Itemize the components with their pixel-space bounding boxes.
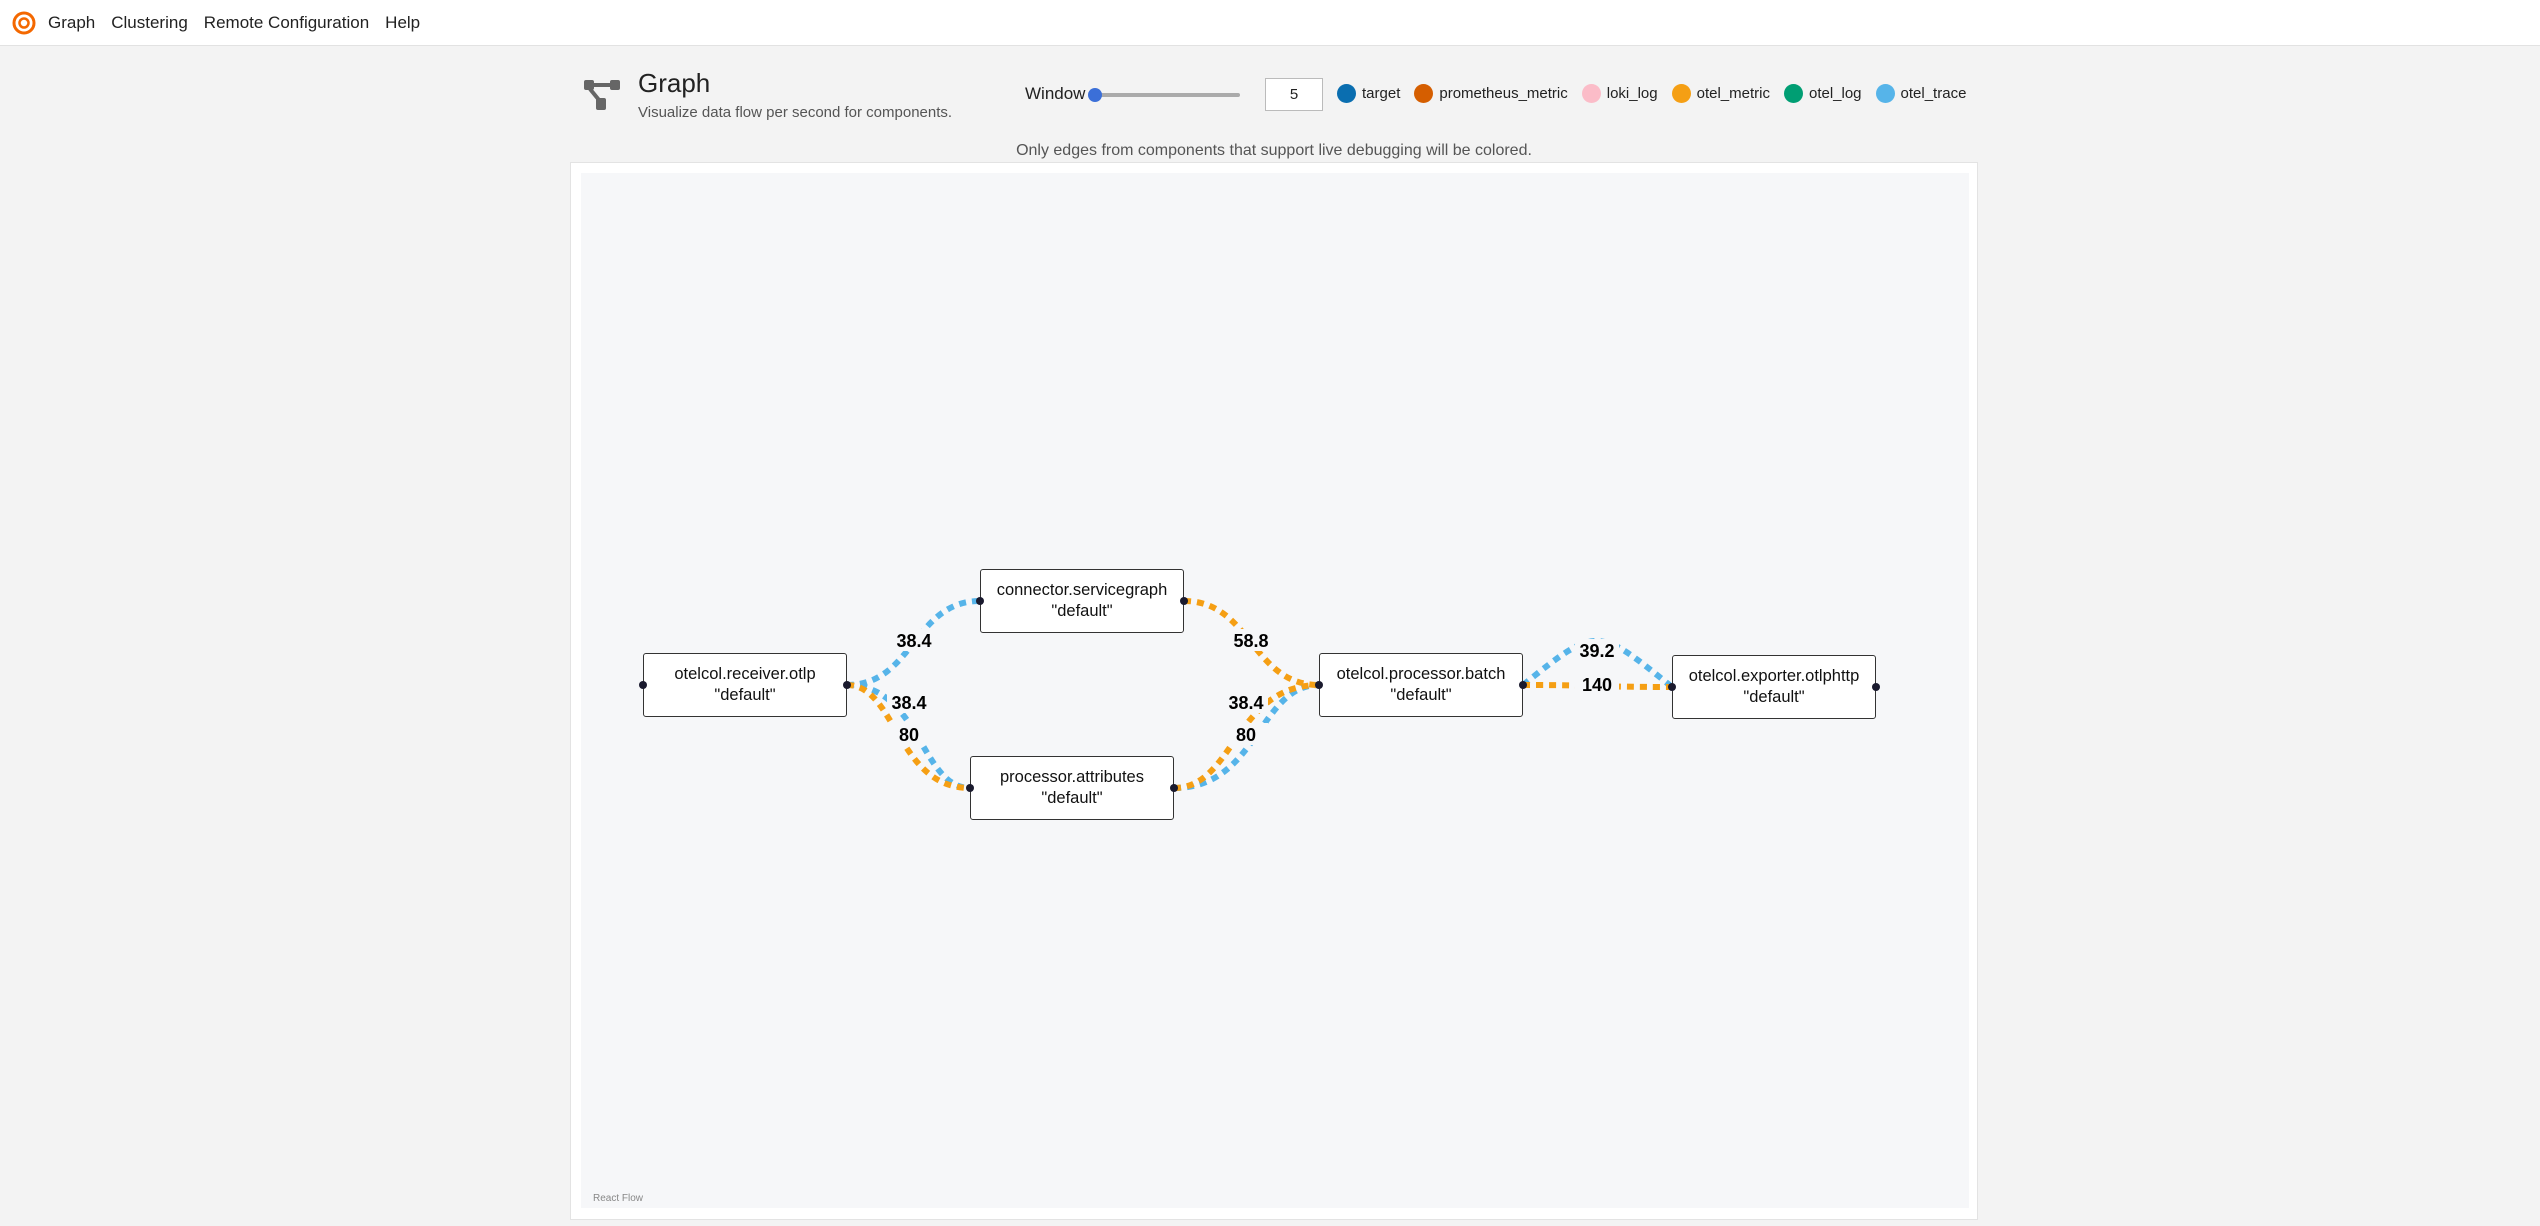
node-name: otelcol.receiver.otlp (674, 665, 816, 683)
node-label: "default" (1041, 789, 1103, 807)
source-handle[interactable] (1180, 597, 1188, 605)
node-name: otelcol.processor.batch (1336, 665, 1506, 683)
legend-item-target: target (1337, 84, 1400, 103)
node-name: processor.attributes (1000, 768, 1144, 786)
legend-dot-icon (1875, 84, 1895, 103)
target-handle[interactable] (1315, 681, 1323, 689)
legend: target prometheus_metric loki_log otel_metr… (1337, 84, 1980, 103)
top-nav: Graph Clustering Remote Configuration He… (0, 0, 2540, 46)
legend-label: loki_log (1606, 85, 1658, 102)
page-subtitle: Visualize data flow per second for compo… (638, 104, 953, 121)
legend-dot-icon (1581, 84, 1601, 103)
node-batch[interactable]: otelcol.processor.batch "default" (1315, 653, 1527, 717)
slider-thumb[interactable] (1088, 88, 1102, 102)
target-handle[interactable] (966, 784, 974, 792)
node-name: otelcol.exporter.otlphttp (1688, 667, 1860, 685)
target-handle[interactable] (976, 597, 984, 605)
legend-item-otel-trace: otel_trace (1875, 84, 1967, 103)
legend-label: target (1362, 85, 1401, 102)
source-handle[interactable] (843, 681, 851, 689)
graph-icon (584, 80, 620, 110)
legend-dot-icon (1671, 84, 1691, 103)
node-attributes[interactable]: processor.attributes "default" (966, 756, 1178, 820)
node-exporter[interactable]: otelcol.exporter.otlphttp "default" (1668, 655, 1880, 719)
nav-graph[interactable]: Graph (48, 12, 96, 32)
nav-clustering[interactable]: Clustering (111, 12, 188, 32)
legend-label: otel_metric (1696, 85, 1770, 102)
nav-help[interactable]: Help (385, 12, 421, 32)
legend-dot-icon (1783, 84, 1803, 103)
node-label: "default" (1390, 686, 1452, 704)
legend-label: otel_trace (1900, 85, 1967, 102)
source-handle[interactable] (1170, 784, 1178, 792)
node-label: "default" (714, 686, 776, 704)
page-title: Graph (638, 68, 711, 98)
legend-dot-icon (1414, 84, 1434, 103)
window-slider[interactable] (1088, 88, 1240, 102)
window-label: Window (1025, 84, 1086, 103)
node-label: "default" (1743, 688, 1805, 706)
node-name: connector.servicegraph (996, 581, 1168, 599)
legend-label: otel_log (1808, 85, 1862, 102)
legend-label: prometheus_metric (1439, 85, 1568, 102)
source-handle[interactable] (1519, 681, 1527, 689)
legend-item-prometheus-metric: prometheus_metric (1414, 84, 1568, 103)
node-receiver[interactable]: otelcol.receiver.otlp "default" (639, 653, 851, 717)
target-handle[interactable] (639, 681, 647, 689)
coloring-note: Only edges from components that support … (1016, 142, 1532, 159)
legend-item-loki-log: loki_log (1581, 84, 1658, 103)
node-label: "default" (1051, 602, 1113, 620)
legend-item-otel-log: otel_log (1783, 84, 1862, 103)
nav-remote-configuration[interactable]: Remote Configuration (203, 12, 370, 32)
react-flow-attribution[interactable]: React Flow (593, 1193, 644, 1204)
legend-dot-icon (1337, 84, 1356, 103)
source-handle[interactable] (1872, 683, 1880, 691)
legend-item-otel-metric: otel_metric (1671, 84, 1770, 103)
target-handle[interactable] (1668, 683, 1676, 691)
window-input[interactable]: 5 (1265, 78, 1323, 111)
node-connector[interactable]: connector.servicegraph "default" (976, 569, 1188, 633)
grafana-logo-icon[interactable] (12, 11, 36, 35)
